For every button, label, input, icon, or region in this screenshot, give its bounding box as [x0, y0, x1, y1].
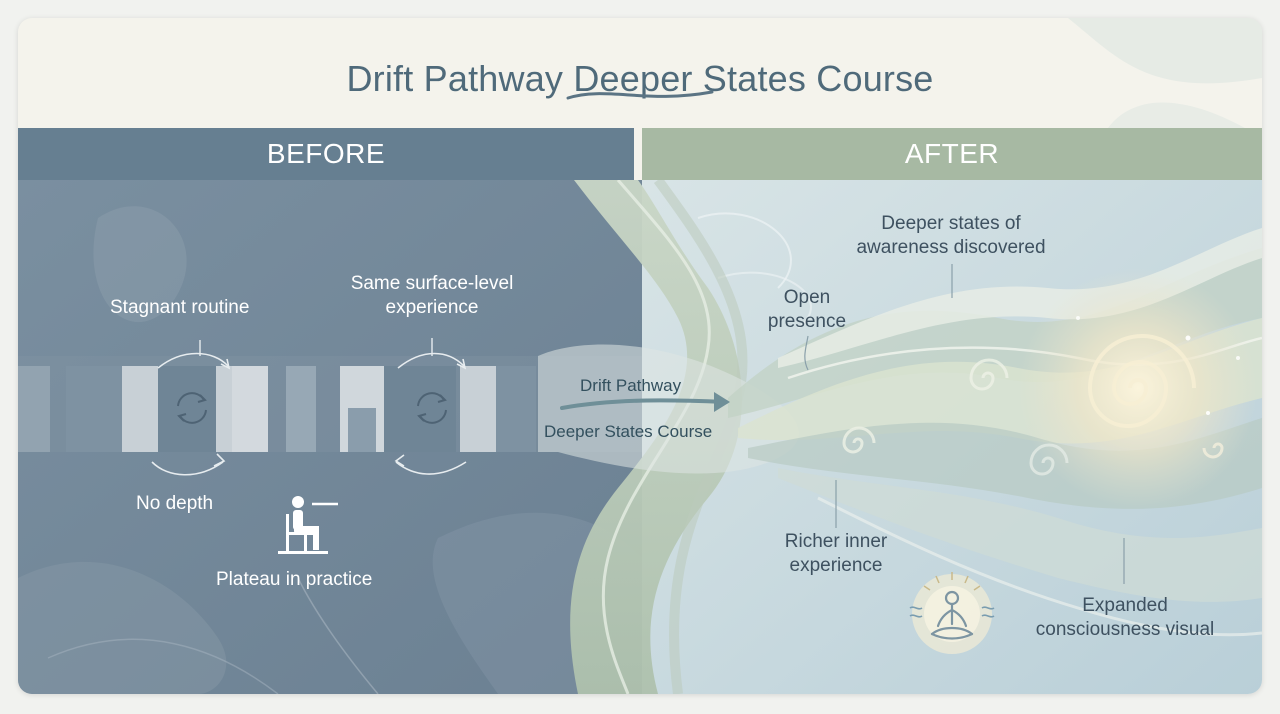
cycle-arrows-icon	[177, 392, 207, 424]
expanded-consciousness-label: Expanded consciousness visual	[1035, 595, 1215, 640]
open-presence-label: Open presence	[767, 287, 847, 332]
meditating-person-icon	[909, 572, 995, 654]
no-depth-label: No depth	[136, 493, 214, 514]
page-title: Drift Pathway Deeper States Course	[346, 58, 934, 99]
deeper-states-label: Deeper states of awareness discovered	[856, 213, 1046, 258]
cycle-curve-arrows	[151, 338, 467, 476]
infographic-card: Drift Pathway Deeper States Course BEFOR…	[18, 18, 1262, 694]
stagnant-routine-label: Stagnant routine	[110, 297, 250, 318]
transition-label-line1: Drift Pathway	[580, 376, 682, 395]
richer-experience-label: Richer inner experience	[784, 531, 888, 576]
cycle-arrows-icon	[417, 392, 447, 424]
surface-level-label: Same surface-level experience	[350, 273, 514, 318]
title-swash	[566, 90, 714, 100]
before-heading: BEFORE	[18, 128, 634, 180]
plateau-label: Plateau in practice	[216, 569, 373, 590]
seated-person-icon	[278, 496, 338, 554]
stagnant-blocks	[18, 366, 536, 452]
pathway-arrow-icon	[560, 392, 730, 412]
transition-label-line2: Deeper States Course	[544, 422, 713, 441]
after-heading: AFTER	[642, 128, 1262, 180]
